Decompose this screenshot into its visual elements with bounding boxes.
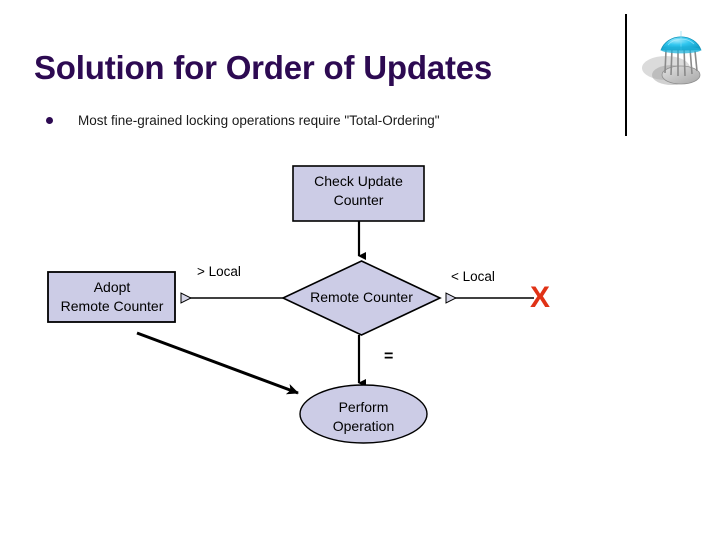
node-check-update-counter [292, 165, 425, 222]
header-divider [625, 14, 627, 136]
edge-label-greater-than-local: > Local [197, 264, 241, 279]
edge-label-equal: = [384, 348, 394, 365]
bullet-item-label: Most fine-grained locking operations req… [78, 113, 440, 128]
node-remote-counter-decision [281, 260, 442, 336]
dome-gazebo-logo-icon [642, 31, 702, 85]
bullet-marker-icon [46, 117, 53, 124]
page-title: Solution for Order of Updates [34, 49, 493, 86]
edge-adopt-to-perform [136, 331, 299, 395]
bullet-list-item: Most fine-grained locking operations req… [42, 110, 582, 132]
reject-x-mark: X [530, 281, 551, 314]
edge-label-less-than-local: < Local [451, 269, 495, 284]
node-perform-operation [299, 384, 428, 444]
node-adopt-remote-counter [47, 271, 176, 323]
